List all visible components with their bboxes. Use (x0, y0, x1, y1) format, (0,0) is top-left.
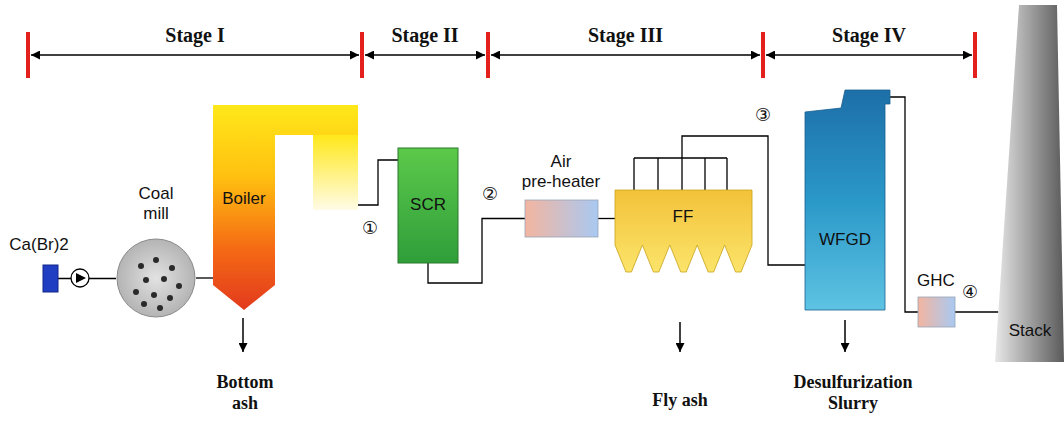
stage-span-arrow (766, 54, 972, 55)
stage-boundary (486, 32, 490, 78)
air-preheater: Air pre-heater (525, 200, 598, 237)
coal-lump (161, 276, 167, 282)
manifold-pipe (726, 158, 727, 190)
callout-number: ② (482, 184, 498, 205)
coal-lump (133, 289, 139, 295)
node-outline (918, 297, 955, 327)
output-label: Fly ash (652, 390, 708, 411)
additive-tank: Ca(Br)2 (43, 265, 58, 292)
stage-boundary (360, 32, 364, 78)
mill-drum (117, 239, 195, 317)
manifold-pipe (633, 158, 634, 190)
node-label: GHC (917, 271, 955, 291)
node-label: Ca(Br)2 (9, 235, 69, 255)
reactor-body (398, 148, 458, 263)
callout-number: ① (362, 218, 378, 239)
coal-lump (141, 301, 147, 307)
node-label: Coal mill (127, 184, 185, 223)
node-outline (995, 5, 1064, 362)
stage-label: Stage II (391, 24, 458, 47)
boiler-body (213, 105, 358, 310)
pump-symbol (71, 269, 89, 287)
flue-gas-duct (196, 277, 213, 278)
output-label: Desulfurization Slurry (773, 372, 933, 413)
discharge-arrow (679, 322, 681, 352)
coal-lump (138, 263, 144, 269)
coal-lump (157, 305, 163, 311)
node-outline (805, 90, 890, 310)
stage-span-arrow (491, 54, 760, 55)
heater-body (918, 297, 955, 327)
wfgd-tower: WFGD (805, 90, 890, 310)
callout-number: ③ (755, 105, 771, 126)
stage-boundary (26, 32, 30, 78)
stage-boundary (973, 32, 977, 78)
node-label: SCR (410, 195, 446, 215)
node-label: Air pre-heater (515, 152, 607, 191)
flue-gas-duct (598, 218, 615, 219)
output-label: Bottom ash (205, 372, 285, 413)
callout-number: ④ (962, 282, 978, 303)
coal-lump (167, 295, 173, 301)
node-label: WFGD (819, 230, 871, 250)
manifold-pipe (704, 158, 705, 190)
node-outline (116, 238, 196, 318)
boiler: Boiler (213, 105, 358, 310)
text-word: pre-heater (522, 172, 600, 191)
text-word: Air (551, 152, 572, 171)
coal-mill: Coal mill (116, 238, 196, 318)
stage-label: Stage I (165, 24, 224, 47)
node-outline (615, 190, 752, 272)
coal-lump (143, 277, 149, 283)
stage-label: Stage III (588, 24, 663, 47)
flue-gas-duct (358, 160, 398, 205)
discharge-arrow (844, 320, 846, 352)
coal-lump (176, 283, 182, 289)
stage-boundary (761, 32, 765, 78)
node-label: FF (673, 207, 694, 227)
coal-lump (169, 265, 175, 271)
flue-gas-duct (890, 97, 918, 312)
pump-arrow (76, 273, 86, 283)
stage-label: Stage IV (832, 24, 906, 47)
manifold-pipe (634, 157, 727, 158)
filter-body (615, 190, 752, 272)
node-label: Boiler (222, 189, 265, 209)
manifold-pipe (657, 158, 658, 190)
discharge-arrow (242, 318, 244, 352)
stack: Stack (995, 5, 1064, 362)
scr-reactor: SCR (398, 148, 458, 263)
tower-body (805, 90, 890, 310)
stack-body (995, 5, 1064, 362)
fabric-filter: FF (615, 190, 752, 272)
coal-lump (153, 257, 159, 263)
gas-heater: GHC (918, 297, 955, 327)
node-label: Stack (1009, 321, 1052, 341)
node-outline (525, 200, 598, 237)
node-outline (43, 265, 58, 292)
stage-span-arrow (365, 54, 485, 55)
coal-lump (151, 292, 157, 298)
stage-span-arrow (31, 54, 359, 55)
tank-body (43, 265, 58, 292)
flue-gas-duct (955, 311, 998, 312)
boiler-flue (313, 135, 358, 210)
heater-body (525, 200, 598, 237)
